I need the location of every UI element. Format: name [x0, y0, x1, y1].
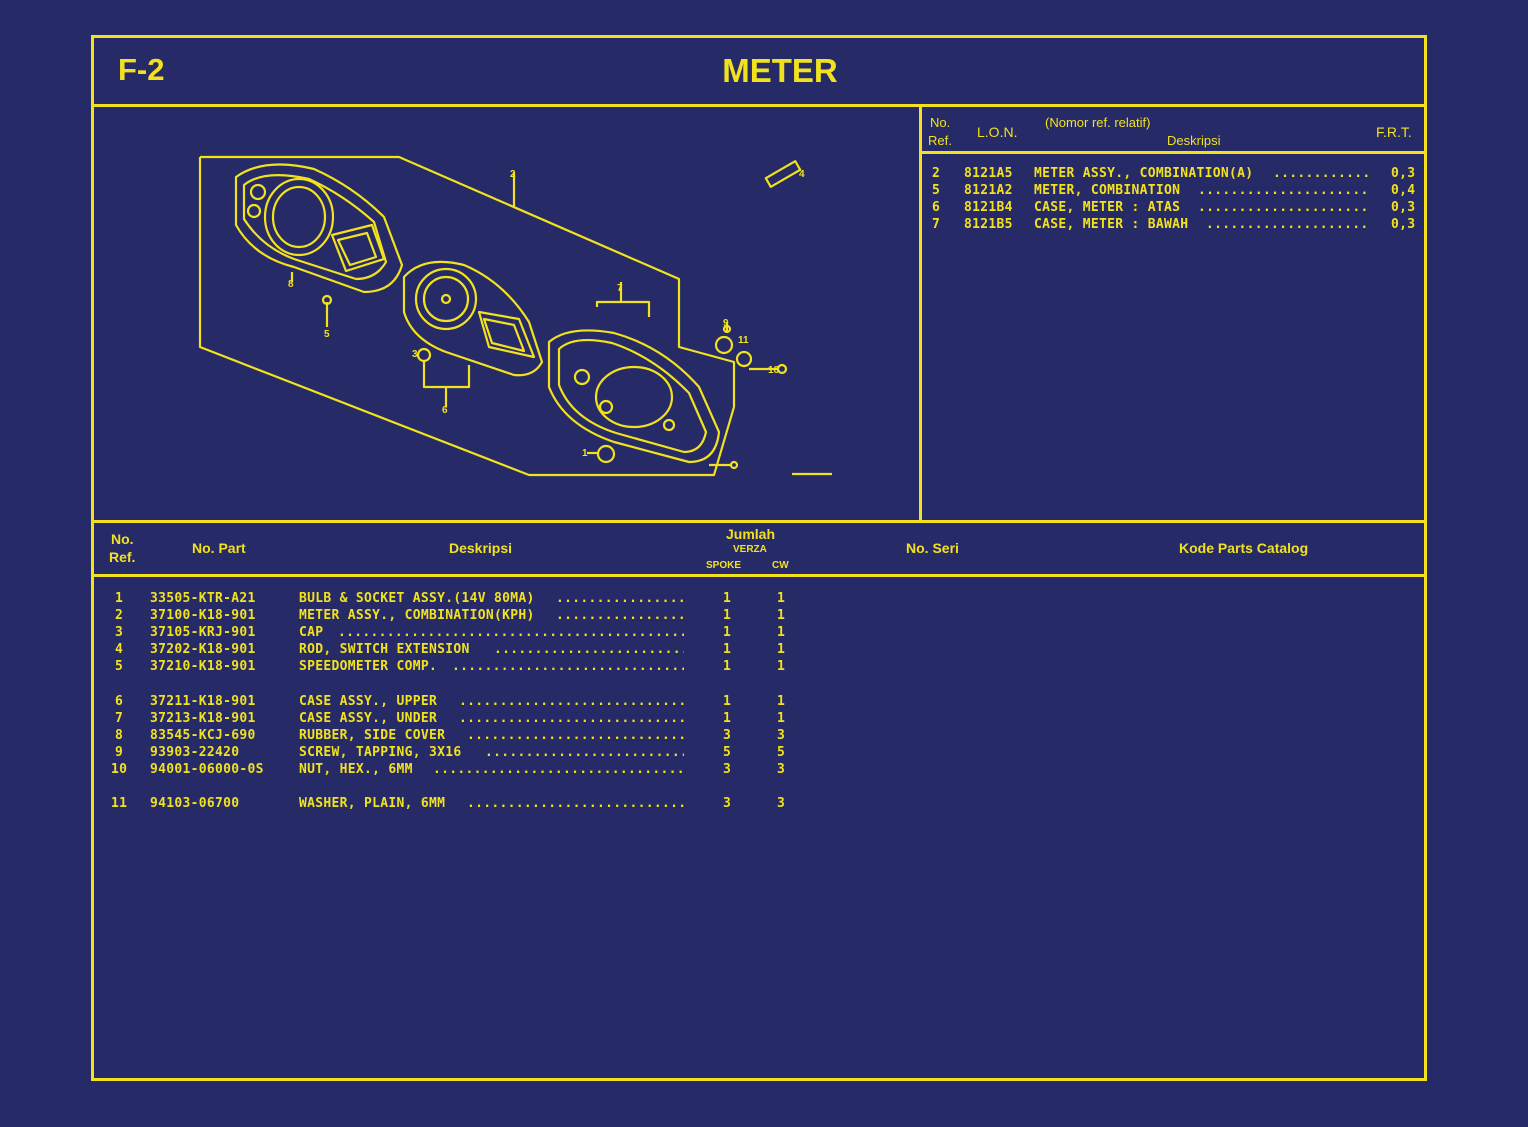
lon-header-lon: L.O.N. — [977, 124, 1018, 140]
rod-switch-extension — [764, 160, 802, 188]
parts-header-no: No. — [111, 531, 134, 547]
lon-header-no: No. — [930, 115, 951, 130]
lon-header-deskripsi: Deskripsi — [1167, 133, 1221, 148]
callout-2: 2 — [510, 169, 516, 180]
callout-11: 11 — [738, 335, 749, 346]
parts-header-deskripsi: Deskripsi — [449, 540, 513, 556]
lon-header-ref: Ref. — [928, 133, 952, 148]
parts-table-top-border — [91, 520, 1427, 523]
section-code: F-2 — [118, 52, 165, 87]
parts-header-no-seri: No. Seri — [906, 540, 959, 556]
callout-10: 10 — [768, 365, 780, 376]
cap-part — [416, 347, 432, 363]
lon-header-nomor-ref: (Nomor ref. relatif) — [1045, 115, 1151, 130]
bulb-socket — [596, 444, 616, 464]
parts-header-kode: Kode Parts Catalog — [1179, 540, 1309, 556]
washer-plain — [735, 350, 753, 368]
callout-1: 1 — [582, 448, 588, 459]
callout-3: 3 — [412, 349, 418, 360]
lon-header-frt: F.R.T. — [1376, 124, 1412, 140]
catalog-page-frame — [91, 35, 1427, 1081]
parts-header-jumlah: Jumlah — [726, 526, 776, 542]
nut-hex — [776, 363, 788, 375]
page-title: METER — [722, 52, 838, 89]
screw-tapping — [729, 460, 739, 470]
upper-case-shape — [234, 163, 404, 294]
parts-header-spoke: SPOKE — [706, 560, 742, 571]
callout-4: 4 — [799, 169, 805, 180]
callout-9: 9 — [723, 318, 729, 329]
header-divider — [91, 104, 1427, 107]
lower-case-shape — [547, 329, 721, 464]
diagram-divider — [919, 104, 922, 522]
lon-header-divider — [921, 151, 1427, 154]
speedometer-shape — [402, 260, 544, 377]
callout-7: 7 — [617, 283, 623, 294]
parts-header-cw: CW — [772, 560, 789, 571]
parts-header-no-part: No. Part — [192, 540, 246, 556]
callout-5: 5 — [324, 329, 330, 340]
callout-8: 8 — [288, 279, 294, 290]
parts-header-divider — [91, 574, 1427, 577]
meter-exploded-diagram: 2 7 6 8 1 4 3 9 5 10 11 — [198, 155, 832, 477]
parts-header-verza: VERZA — [733, 544, 767, 555]
parts-header-ref: Ref. — [109, 549, 136, 565]
rubber-side-cover — [714, 335, 734, 355]
assembly-outline — [200, 155, 736, 407]
callout-6: 6 — [442, 405, 448, 416]
